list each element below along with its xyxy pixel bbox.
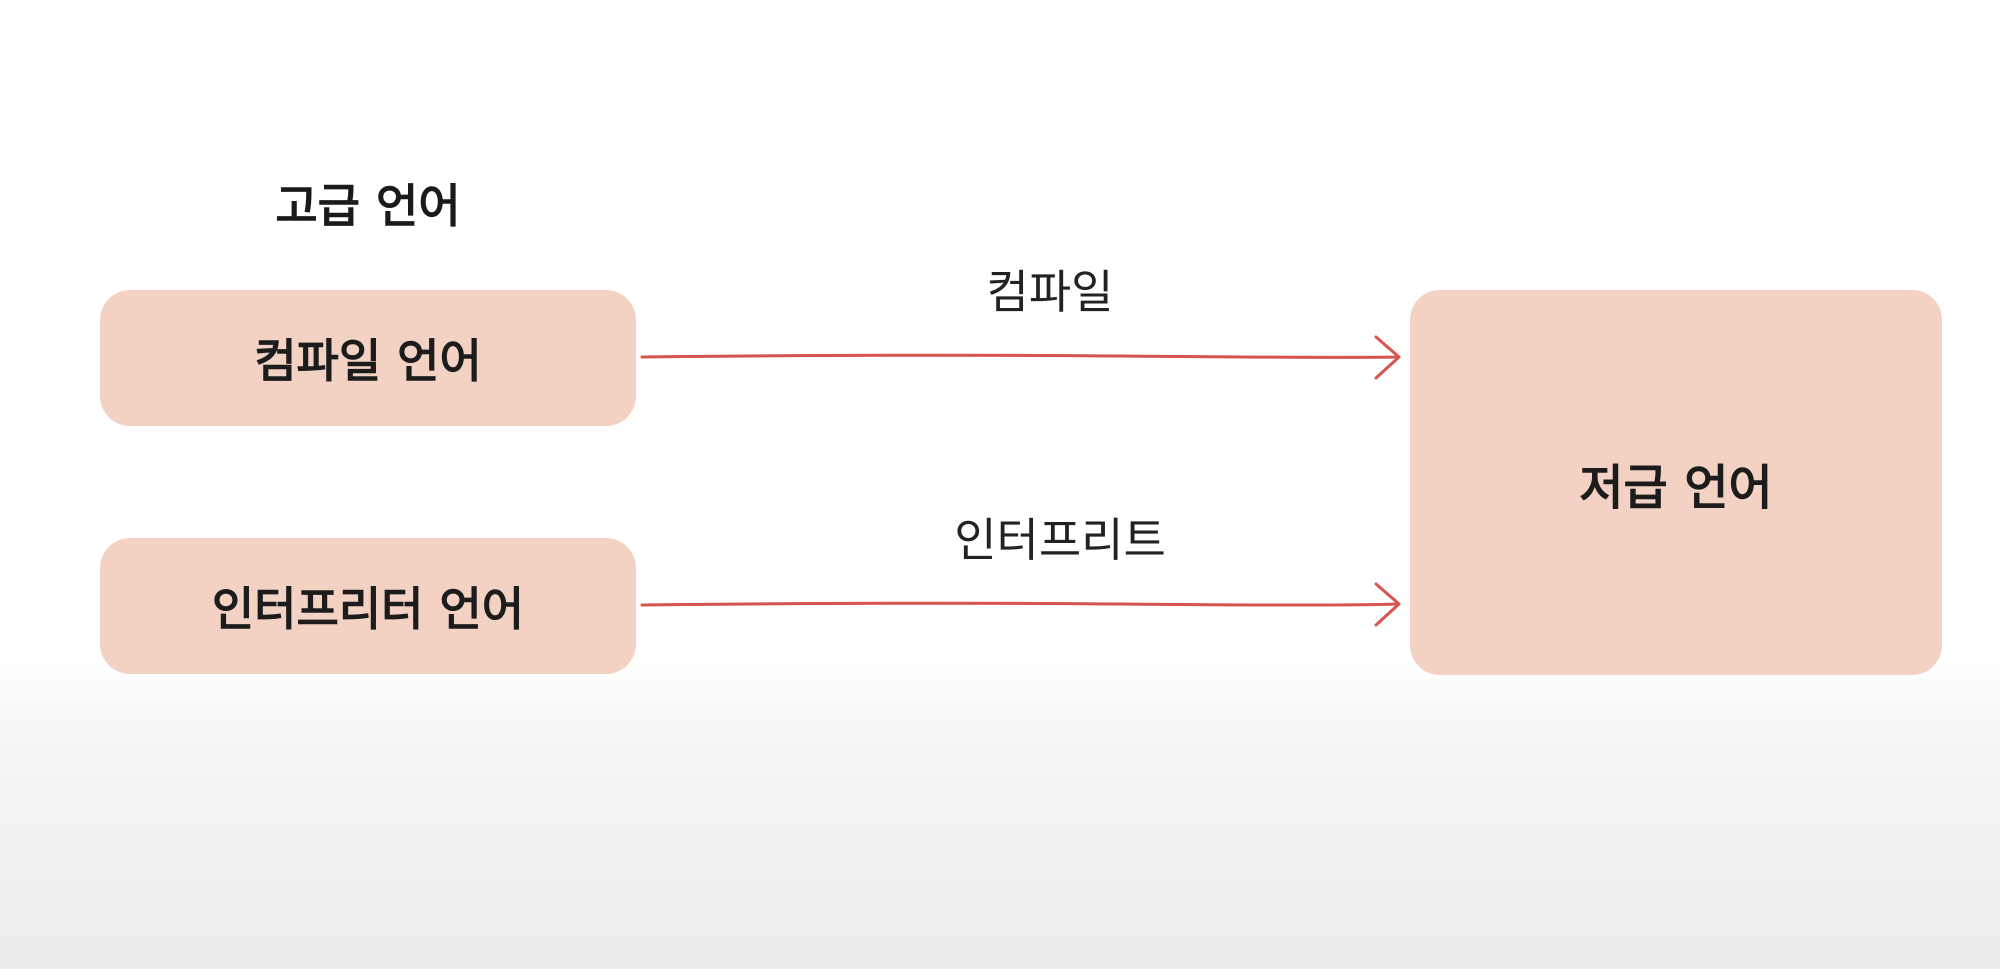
low-level-language-label: 저급 언어: [1579, 459, 1773, 516]
compile-arrow: [640, 335, 1401, 380]
compiled-language-label: 컴파일 언어: [254, 334, 482, 388]
low-level-language-box: 저급 언어: [1410, 290, 1942, 675]
compile-arrow-label: 컴파일: [986, 265, 1114, 319]
interpreter-language-box: 인터프리터 언어: [100, 538, 636, 674]
compiled-language-box: 컴파일 언어: [100, 290, 636, 426]
interpret-arrow-label: 인터프리트: [954, 513, 1166, 567]
high-level-language-heading: 고급 언어: [275, 179, 461, 233]
interpret-arrow: [640, 582, 1401, 627]
interpreter-language-label: 인터프리터 언어: [211, 582, 525, 636]
